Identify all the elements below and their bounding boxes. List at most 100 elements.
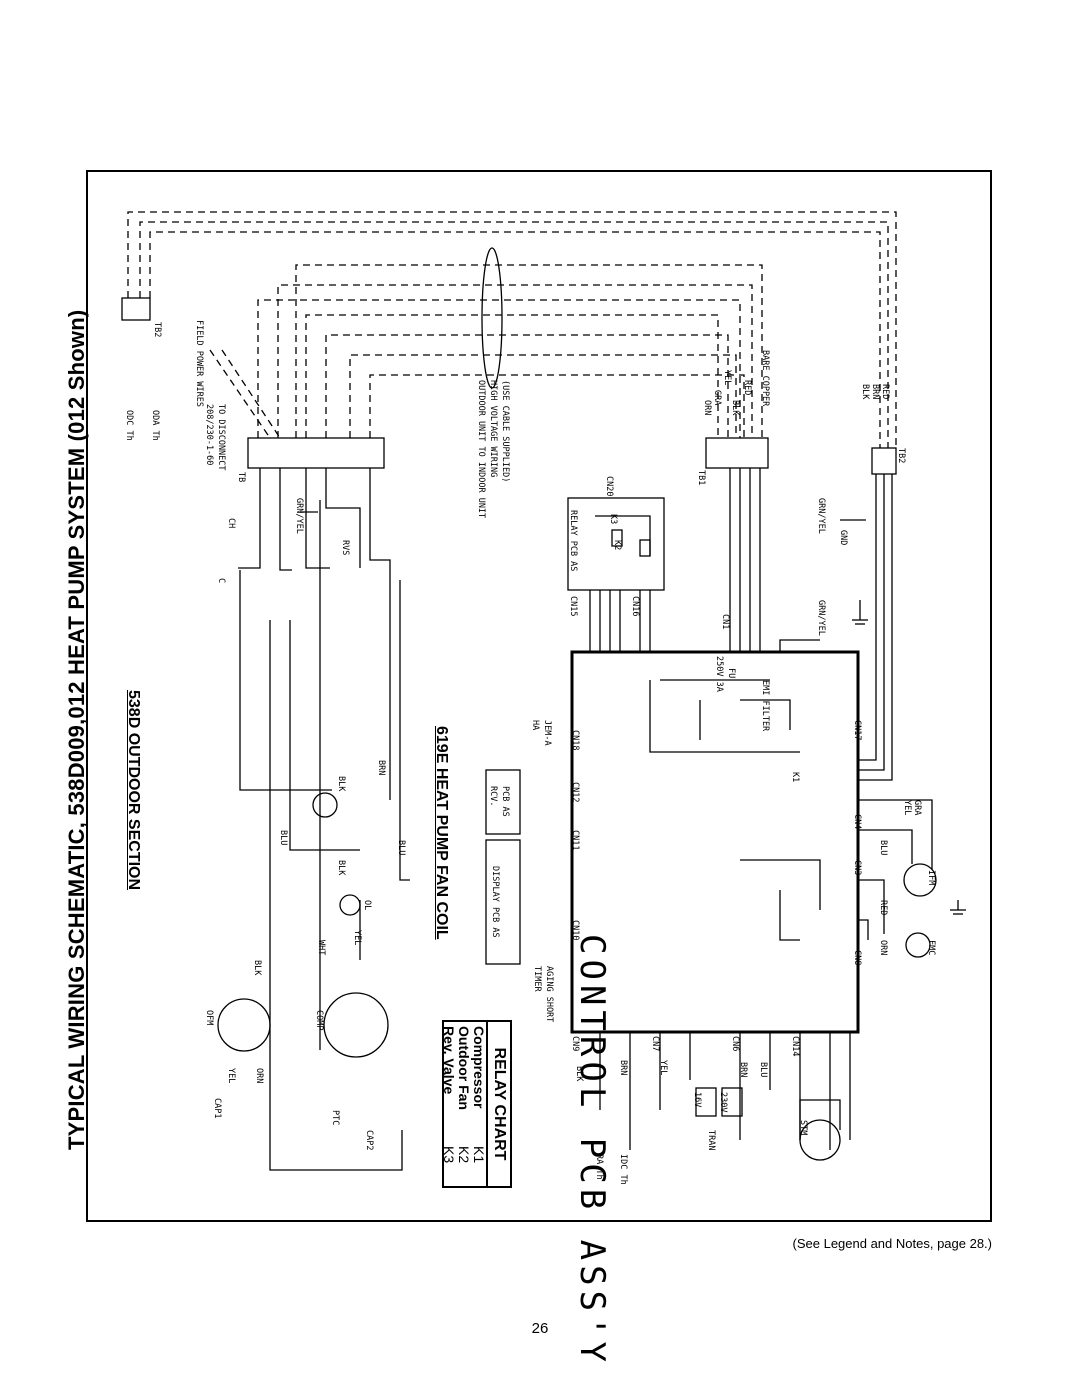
oda-th-label: ODA Th [150,410,160,441]
wire-color-label: BLK [860,384,870,400]
tran-16v-label: 16V [692,1092,702,1108]
ol-label: OL [362,900,372,911]
cn16-label: CN16 [630,596,640,617]
outdoor-section-heading: 538D OUTDOOR SECTION [125,690,142,891]
rvs-label: RVS [340,540,350,556]
wire-color-label: WHT [316,940,326,956]
comp-compressor [323,992,389,1058]
odc-th-label: ODC Th [124,410,134,441]
ofm-motor [217,998,271,1052]
ch-label: CH [226,518,236,529]
wire-color-label: YEL [352,930,362,946]
wire-color-label: BLU [758,1062,768,1078]
k1-label: K1 [790,772,800,783]
relay-chart-name: Outdoor Fan [456,1026,472,1110]
relay-chart: RELAY CHART Compressor K1 Outdoor Fan K2… [441,1020,512,1188]
relay-chart-name: Rev. Valve [441,1026,457,1095]
c-label: C [216,578,226,584]
ifm-label: IFM [926,870,936,886]
tran-label: TRAN [706,1130,716,1151]
diagram-frame [86,170,992,1222]
terminal-block-tb2-outdoor [121,297,151,321]
k3-label: K3 [608,514,618,525]
ha-jem-label: JEM-A [542,720,552,746]
disconnect-label-2: TO DISCONNECT [216,404,226,471]
ptc-label: PTC [330,1110,340,1126]
relay-chart-relay: K1 [471,1146,487,1164]
rcv-pcb-label: RCV. [488,786,498,807]
rcv-pcb-label-2: PCB AS [500,786,510,817]
outdoor-to-indoor-label-2: HIGH VOLTAGE WIRING [488,380,498,478]
cn12-label: CN12 [570,782,580,803]
idc-th-label: IDC Th [618,1154,628,1185]
terminal-block-tb1 [705,437,769,469]
ifm-motor [903,863,937,897]
k2-label: K2 [612,540,622,551]
wire-color-label: BLK [252,960,262,976]
page-number: 26 [531,1320,549,1337]
display-pcb-box [485,839,521,965]
ha-label: HA [530,720,540,731]
relay-chart-row: Compressor K1 [471,1022,487,1186]
wire-color-label: YEL [658,1060,668,1076]
outdoor-to-indoor-label: OUTDOOR UNIT TO INDOOR UNIT [476,380,486,519]
wire-color-label: GRA [712,390,722,406]
wire-color-label: YEL [226,1068,236,1084]
stm-label: STM [798,1120,808,1136]
wire-color-label: GRN/YEL [816,498,826,534]
tb2-indoor-label: TB2 [896,448,906,464]
cn18-label: CN18 [570,730,580,751]
wire-color-label: YEL [722,370,732,386]
cn8-label: CN8 [852,950,862,966]
fmc-symbol [905,932,931,958]
control-pcb-box [570,650,860,1034]
relay-pcb-label: RELAY PCB AS [568,510,578,572]
tb2-outdoor-label: TB2 [152,322,162,338]
wire-color-label: BLU [878,840,888,856]
cn17-label: CN17 [852,720,862,741]
timer-label: TIMER [532,966,542,992]
display-pcb-label: DISPLAY PCB AS [490,866,500,938]
bare-copper-label: BARE COPPER [760,350,770,407]
disconnect-label: 208/230-1-60 [204,404,214,466]
comp-label: COMP [314,1010,324,1031]
outdoor-to-indoor-label-3: (USE CABLE SUPPLIED) [500,380,510,483]
wire-color-label: BRN [376,760,386,776]
wire-color-label: BLU [278,830,288,846]
cn10-label: CN10 [570,920,580,941]
wire-color-label: BRN [738,1062,748,1078]
tb1-label: TB1 [696,470,706,486]
wire-color-label: BRN [618,1060,628,1076]
legend-note: (See Legend and Notes, page 28.) [792,1236,992,1251]
wire-color-label: GRN/YEL [294,498,304,534]
cn3-label: CN3 [852,860,862,876]
cn7-label: CN7 [650,1036,660,1052]
wire-color-label: BLK [336,860,346,876]
relay-pcb-box [567,497,665,591]
fuse-rating-label: 250V 3A [714,656,724,692]
wire-color-label: YEL [902,800,912,816]
wire-color-label: GRN/YEL [816,600,826,636]
cn11-label: CN11 [570,830,580,851]
wire-color-label: BRN [870,384,880,400]
comp-c-symbol [312,792,338,818]
cn9-label: CN9 [570,1036,580,1052]
ra-th-label: RA Th [594,1154,604,1180]
gnd-label: GND [838,530,848,546]
cn14-label: CN14 [790,1036,800,1057]
cap1-label: CAP1 [212,1098,222,1119]
fuse-label: FU [726,668,736,679]
aging-short-label: AGING SHORT [544,966,554,1023]
cn15-label: CN15 [568,596,578,617]
control-pcb-label: CONTROL PCB ASS'Y [572,934,612,1367]
cn4-label: CN4 [852,814,862,830]
relay-chart-relay: K3 [441,1146,457,1164]
wire-color-label: BLK [336,776,346,792]
tran-230v-label: 230V [718,1092,728,1113]
wire-color-label: BLK [574,1066,584,1082]
relay-chart-name: Compressor [471,1026,487,1109]
ground-symbols [300,511,966,915]
relay-chart-relay: K2 [456,1146,472,1164]
tb-label: TB [236,472,246,483]
